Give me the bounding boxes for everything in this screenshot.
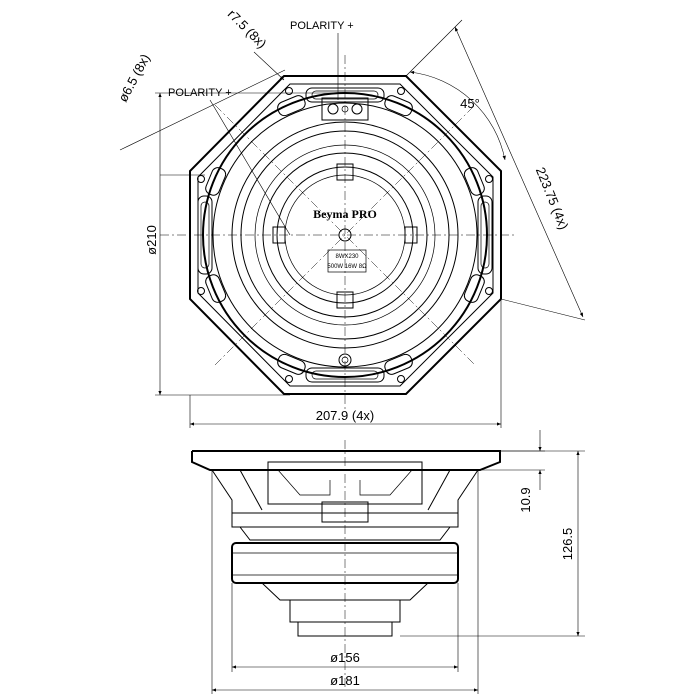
label-polarity-left: POLARITY + [168, 87, 232, 99]
dim-angle: 45° [460, 96, 480, 111]
nameplate-box [327, 249, 367, 273]
vent-screw [338, 353, 352, 367]
magnet [231, 542, 459, 584]
dim-total-depth: 126.5 [560, 528, 575, 561]
label-polarity-top: POLARITY + [290, 20, 354, 32]
dim-fillet-radius: r7.5 (8x) [225, 6, 270, 51]
mount-bottom [336, 291, 354, 309]
mount-left [272, 226, 286, 244]
spec-text: 500W 16W 8Ω [327, 264, 367, 270]
center-cap [338, 228, 352, 242]
surround-inner [240, 130, 450, 340]
mount-top [336, 163, 354, 181]
magnet-plate [276, 166, 414, 304]
dim-hole-diameter: ø6.5 (8x) [115, 51, 153, 104]
side-dimensions: 10.9 126.5 ø156 ø181 [211, 430, 585, 694]
terminal-side [321, 501, 369, 523]
vent-cap [297, 621, 393, 637]
basket-skirt [239, 526, 451, 541]
dim-diagonal-span: 223.75 (4x) [533, 165, 572, 232]
basket-struts [239, 469, 451, 511]
dim-basket-diameter: ø181 [330, 673, 360, 688]
dim-flat-width: 207.9 (4x) [316, 408, 375, 423]
wires [277, 469, 413, 496]
model-text: 8WX230 [335, 254, 359, 260]
cone-edge [262, 152, 428, 318]
brand-logo: Beyma PRO [313, 207, 377, 221]
cone-ring [254, 144, 436, 326]
dim-flange-depth: 10.9 [518, 487, 533, 512]
basket-lower-flange [231, 512, 459, 528]
mount-right [404, 226, 418, 244]
dim-outer-diameter: ø210 [144, 225, 159, 255]
dim-magnet-diameter: ø156 [330, 650, 360, 665]
flange [191, 450, 501, 471]
window [267, 461, 423, 505]
terminal-block [321, 97, 369, 121]
